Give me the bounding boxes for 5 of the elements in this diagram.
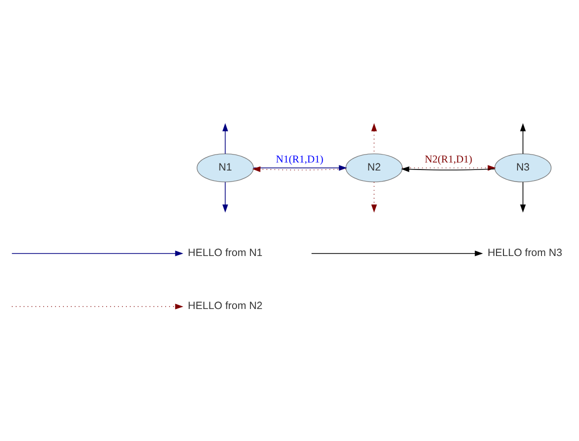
legend-label: HELLO from N2 bbox=[188, 300, 263, 312]
legend-label: HELLO from N1 bbox=[188, 247, 263, 258]
edge-label: N1(R1,D1) bbox=[276, 154, 324, 166]
legend-label: HELLO from N3 bbox=[488, 247, 562, 258]
edge-label: N2(R1,D1) bbox=[424, 154, 472, 166]
